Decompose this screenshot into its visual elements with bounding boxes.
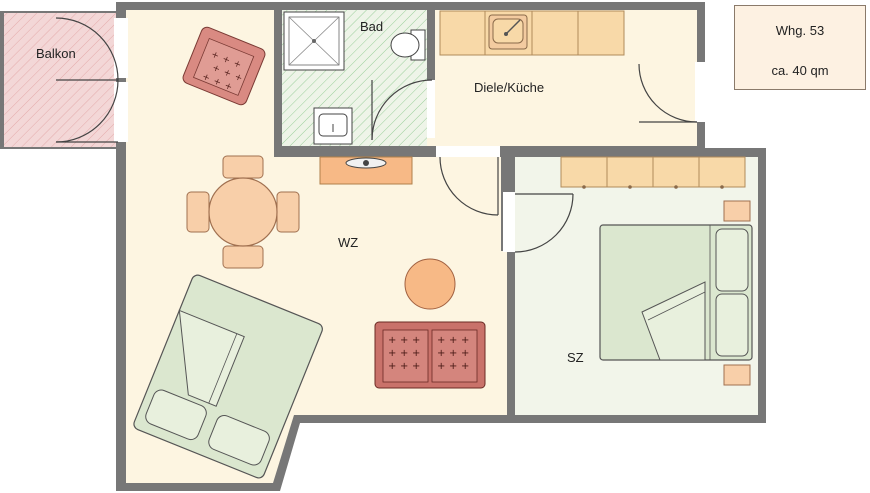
door-swings xyxy=(55,17,698,253)
sofa: + + + + + + + + + + + + + + + + + + xyxy=(374,321,486,389)
bedroom-bed xyxy=(599,224,753,361)
room-label-diele: Diele/Küche xyxy=(474,80,544,95)
desk xyxy=(319,156,413,185)
svg-text:+: + xyxy=(461,335,469,346)
toilet xyxy=(390,29,426,61)
svg-text:+: + xyxy=(221,54,232,66)
svg-text:+: + xyxy=(412,348,420,359)
unit-area: ca. 40 qm xyxy=(771,63,829,78)
svg-text:+: + xyxy=(437,361,445,372)
wardrobe xyxy=(560,156,746,189)
svg-text:+: + xyxy=(201,72,212,84)
svg-text:+: + xyxy=(232,59,243,71)
svg-text:+: + xyxy=(449,361,457,372)
svg-text:+: + xyxy=(222,68,233,80)
door-openings xyxy=(114,18,707,252)
kitchen-counter xyxy=(439,10,625,56)
room-label-bad: Bad xyxy=(360,19,383,34)
svg-text:+: + xyxy=(233,72,244,84)
svg-text:+: + xyxy=(437,335,445,346)
svg-text:+: + xyxy=(412,335,420,346)
bedside-tables xyxy=(723,200,751,386)
dining-set xyxy=(186,155,300,269)
svg-text:+: + xyxy=(461,361,469,372)
balcony-door-swing-upper xyxy=(55,17,119,81)
svg-text:+: + xyxy=(400,348,408,359)
svg-text:+: + xyxy=(210,50,221,62)
svg-text:+: + xyxy=(437,348,445,359)
svg-text:+: + xyxy=(400,335,408,346)
living-door-swing xyxy=(439,156,499,216)
kitchen-sink xyxy=(488,14,528,50)
armchair: +++ +++ +++ xyxy=(182,26,266,106)
svg-text:+: + xyxy=(449,348,457,359)
svg-text:+: + xyxy=(412,361,420,372)
room-label-wz: WZ xyxy=(338,235,358,250)
room-label-balkon: Balkon xyxy=(36,46,76,61)
svg-text:+: + xyxy=(388,335,396,346)
side-table xyxy=(404,258,456,310)
svg-text:+: + xyxy=(388,348,396,359)
bedroom-door-swing xyxy=(514,193,574,253)
svg-text:+: + xyxy=(212,77,223,89)
svg-text:+: + xyxy=(449,335,457,346)
balcony-door-swing-lower xyxy=(55,79,119,143)
svg-text:+: + xyxy=(211,63,222,75)
svg-text:+: + xyxy=(400,361,408,372)
unit-info-box: Whg. 53 ca. 40 qm xyxy=(734,5,866,90)
bath-door-swing xyxy=(371,79,433,141)
bath-sink xyxy=(313,107,353,145)
entrance-door-swing xyxy=(638,63,698,123)
svg-text:+: + xyxy=(223,81,234,93)
svg-text:+: + xyxy=(461,348,469,359)
room-label-sz: SZ xyxy=(567,350,584,365)
svg-text:+: + xyxy=(388,361,396,372)
living-bed xyxy=(133,274,323,479)
unit-title: Whg. 53 xyxy=(775,23,825,38)
shower xyxy=(283,11,345,71)
